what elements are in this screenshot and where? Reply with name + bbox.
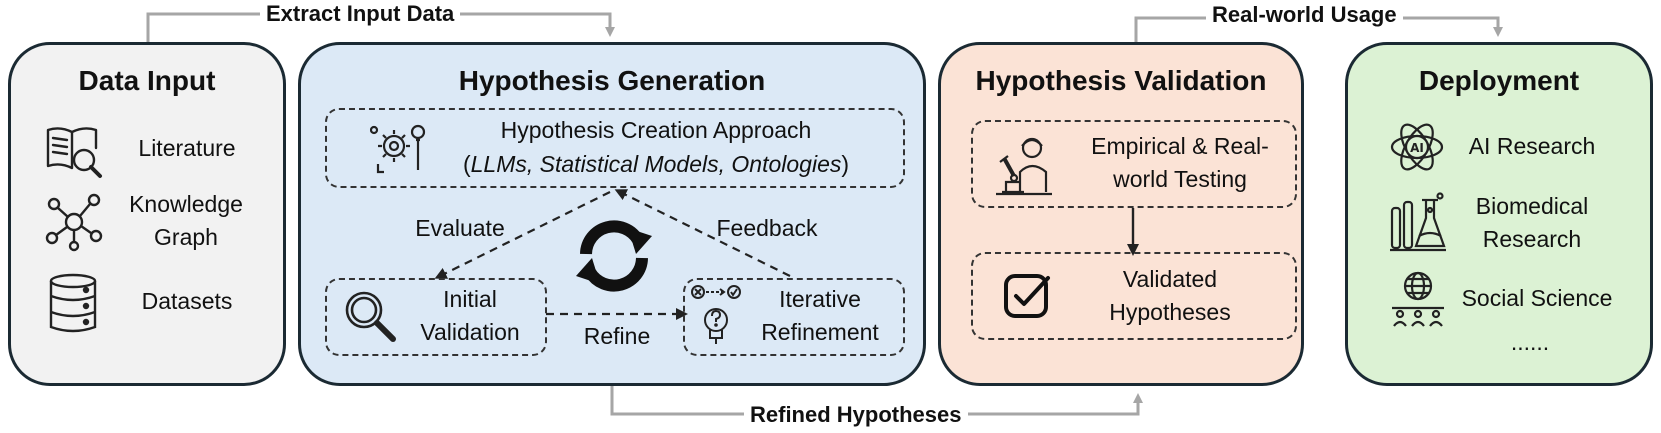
network-graph-icon [44,192,104,252]
biomedical-line-2: Research [1482,226,1582,252]
iterative-refinement-box [683,278,905,356]
hypothesis-validation-title: Hypothesis Validation [975,65,1267,96]
refresh-cycle-icon [566,214,662,296]
validated-hypotheses-line-1: Validated [1122,266,1218,292]
real-world-testing-box [971,120,1297,208]
lab-flasks-icon [1388,192,1448,252]
initial-validation-line-1: Initial [443,286,497,312]
globe-people-icon [1388,270,1448,328]
real-world-usage-label: Real-world Usage [1206,2,1403,28]
extract-input-label: Extract Input Data [260,1,461,27]
ai-research-label: AI Research [1468,133,1596,159]
question-flow-icon [690,284,744,346]
initial-validation-line-2: Validation [420,319,520,345]
gears-bulb-icon [370,118,428,176]
deployment-title: Deployment [1418,65,1580,96]
hypothesis-generation-panel: Hypothesis Generation [298,42,926,386]
validated-hypotheses-label: Validated Hypotheses [1060,263,1280,329]
refine-label: Refine [583,323,651,349]
iterative-refinement-label: Iterative Refinement [745,283,895,349]
real-world-testing-line-1: Empirical & Real- [1091,133,1269,159]
hypothesis-creation-approach-box [325,108,905,188]
knowledge-graph-label: Knowledge Graph [106,188,266,254]
iterative-refinement-line-1: Iterative [779,286,861,312]
biomedical-research-label: Biomedical Research [1452,190,1612,256]
approach-models-text: LLMs, Statistical Models, Ontologies [470,151,842,177]
database-icon [46,272,100,336]
feedback-arrow [614,189,791,277]
iterative-refinement-line-2: Refinement [761,319,879,345]
evaluate-arrow [434,191,611,279]
data-input-title: Data Input [78,65,216,96]
checkbox-icon [1000,268,1054,322]
magnifier-icon [340,286,398,344]
real-world-testing-label: Empirical & Real- world Testing [1070,130,1290,196]
literature-label: Literature [138,135,236,161]
datasets-label: Datasets [141,288,233,314]
approach-models: (LLMs, Statistical Models, Ontologies) [462,151,850,177]
deployment-panel: Deployment [1345,42,1653,386]
validated-hypotheses-box [971,252,1297,340]
knowledge-graph-line-2: Graph [154,224,218,250]
initial-validation-box [325,278,547,356]
real-world-testing-line-2: world Testing [1113,166,1247,192]
svg-text:AI: AI [1410,141,1424,155]
scientist-microscope-icon [992,132,1056,196]
hypothesis-generation-title: Hypothesis Generation [458,65,766,96]
initial-validation-label: Initial Validation [400,283,540,349]
evaluate-label: Evaluate [415,215,505,241]
approach-title: Hypothesis Creation Approach [500,117,812,143]
open-book-magnifier-icon [44,122,104,180]
more-items-ellipsis: ...... [1510,329,1550,355]
validated-hypotheses-line-2: Hypotheses [1109,299,1231,325]
refined-hypotheses-label: Refined Hypotheses [744,402,968,428]
feedback-label: Feedback [716,215,818,241]
social-science-label: Social Science [1461,285,1613,311]
knowledge-graph-line-1: Knowledge [129,191,243,217]
hypothesis-validation-panel: Hypothesis Validation [938,42,1304,386]
biomedical-line-1: Biomedical [1475,193,1589,219]
ai-chip-icon: AI [1388,118,1446,176]
